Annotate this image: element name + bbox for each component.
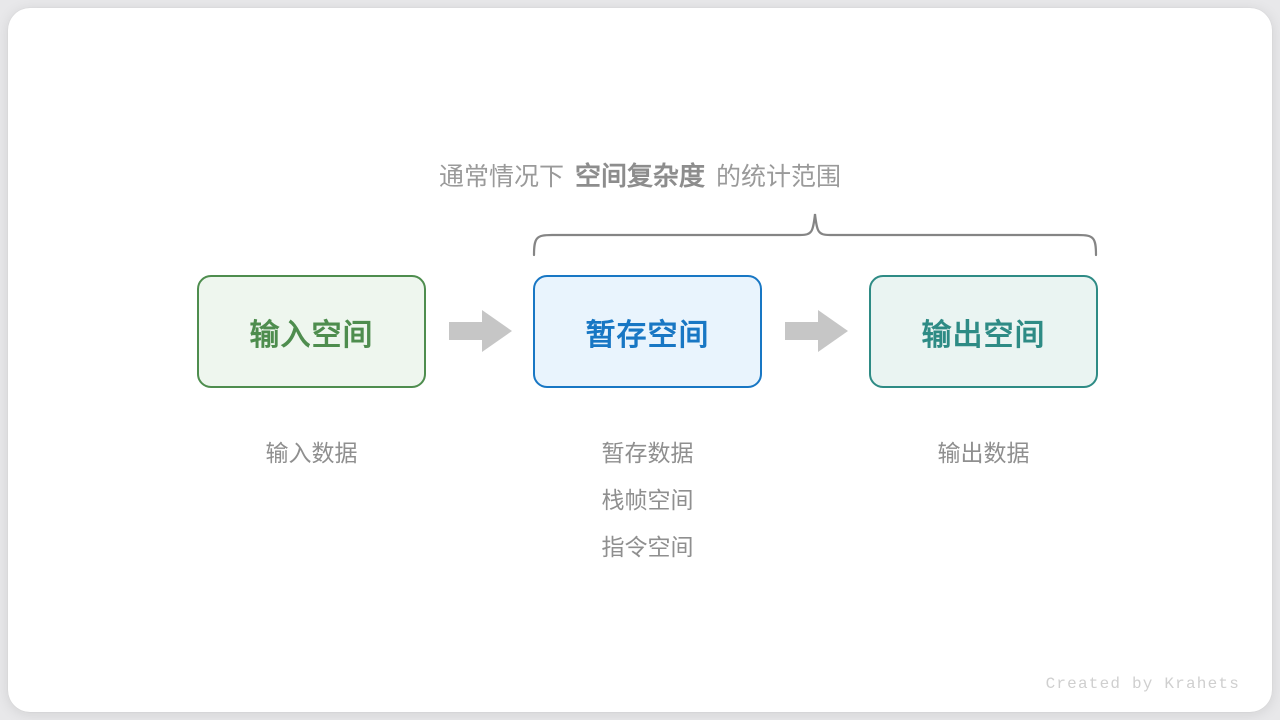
- arrow-right-icon: [449, 310, 512, 352]
- caption-emphasis: 空间复杂度: [574, 161, 705, 191]
- labels-input-space: 输入数据: [197, 430, 426, 477]
- label-item: 输出数据: [937, 440, 1030, 466]
- box-input-space-title: 输入空间: [249, 318, 374, 352]
- label-item: 暂存数据: [601, 440, 694, 466]
- label-item: 指令空间: [601, 534, 694, 560]
- arrow-right-icon: [785, 310, 848, 352]
- label-item: 栈帧空间: [601, 487, 694, 513]
- box-output-space[interactable]: 输出空间: [869, 275, 1098, 388]
- box-temp-space[interactable]: 暂存空间: [533, 275, 762, 388]
- labels-output-space: 输出数据: [869, 430, 1098, 477]
- scope-brace-icon: [532, 213, 1098, 257]
- labels-temp-space: 暂存数据 栈帧空间 指令空间: [533, 430, 762, 571]
- credit-text: Created by Krahets: [1045, 675, 1240, 693]
- box-temp-space-title: 暂存空间: [585, 318, 710, 352]
- caption-prefix: 通常情况下: [438, 163, 564, 191]
- diagram-card: 通常情况下空间复杂度的统计范围 输入空间 暂存空间 输出空间 输入数据 暂存数据…: [8, 8, 1272, 712]
- box-input-space[interactable]: 输入空间: [197, 275, 426, 388]
- label-item: 输入数据: [265, 440, 358, 466]
- caption-suffix: 的统计范围: [716, 163, 842, 191]
- caption: 通常情况下空间复杂度的统计范围: [8, 158, 1272, 195]
- box-output-space-title: 输出空间: [921, 318, 1046, 352]
